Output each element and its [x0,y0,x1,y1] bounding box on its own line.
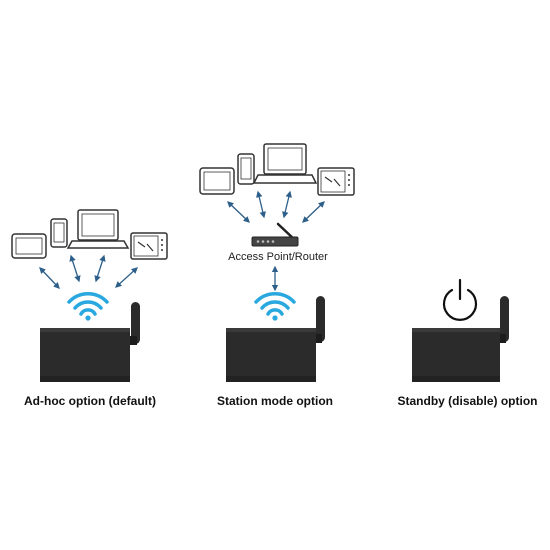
link-arrow [227,201,250,223]
gateway-device-icon [412,296,509,382]
wifi-icon [67,292,109,321]
gateway-device-icon [226,296,325,382]
tablet-icon [11,233,47,259]
gateway-device-icon [40,302,140,382]
link-arrow [115,267,138,288]
standby-panel [412,278,509,382]
laptop-icon [252,143,318,184]
router-label: Access Point/Router [228,251,328,263]
link-arrow [282,190,292,219]
antenna-icon [316,296,325,342]
power-icon [442,278,478,321]
tablet-icon [199,167,235,195]
link-arrow [302,201,325,223]
antenna-icon [131,302,140,344]
phone-icon [237,153,255,185]
instrument-display-icon [130,232,168,260]
adhoc-panel [11,209,168,382]
standby-caption: Standby (disable) option [397,394,538,408]
instrument-display-icon [317,167,355,196]
station-caption: Station mode option [217,394,333,408]
laptop-icon [66,209,130,249]
link-arrow [39,267,60,289]
antenna-icon [500,296,509,342]
station-panel [199,143,355,382]
link-arrow [256,190,266,219]
wifi-icon [254,292,296,321]
link-arrow [94,254,106,283]
router-icon [251,222,299,247]
phone-icon [50,218,68,248]
adhoc-caption: Ad-hoc option (default) [24,394,156,408]
link-arrow [69,254,81,283]
